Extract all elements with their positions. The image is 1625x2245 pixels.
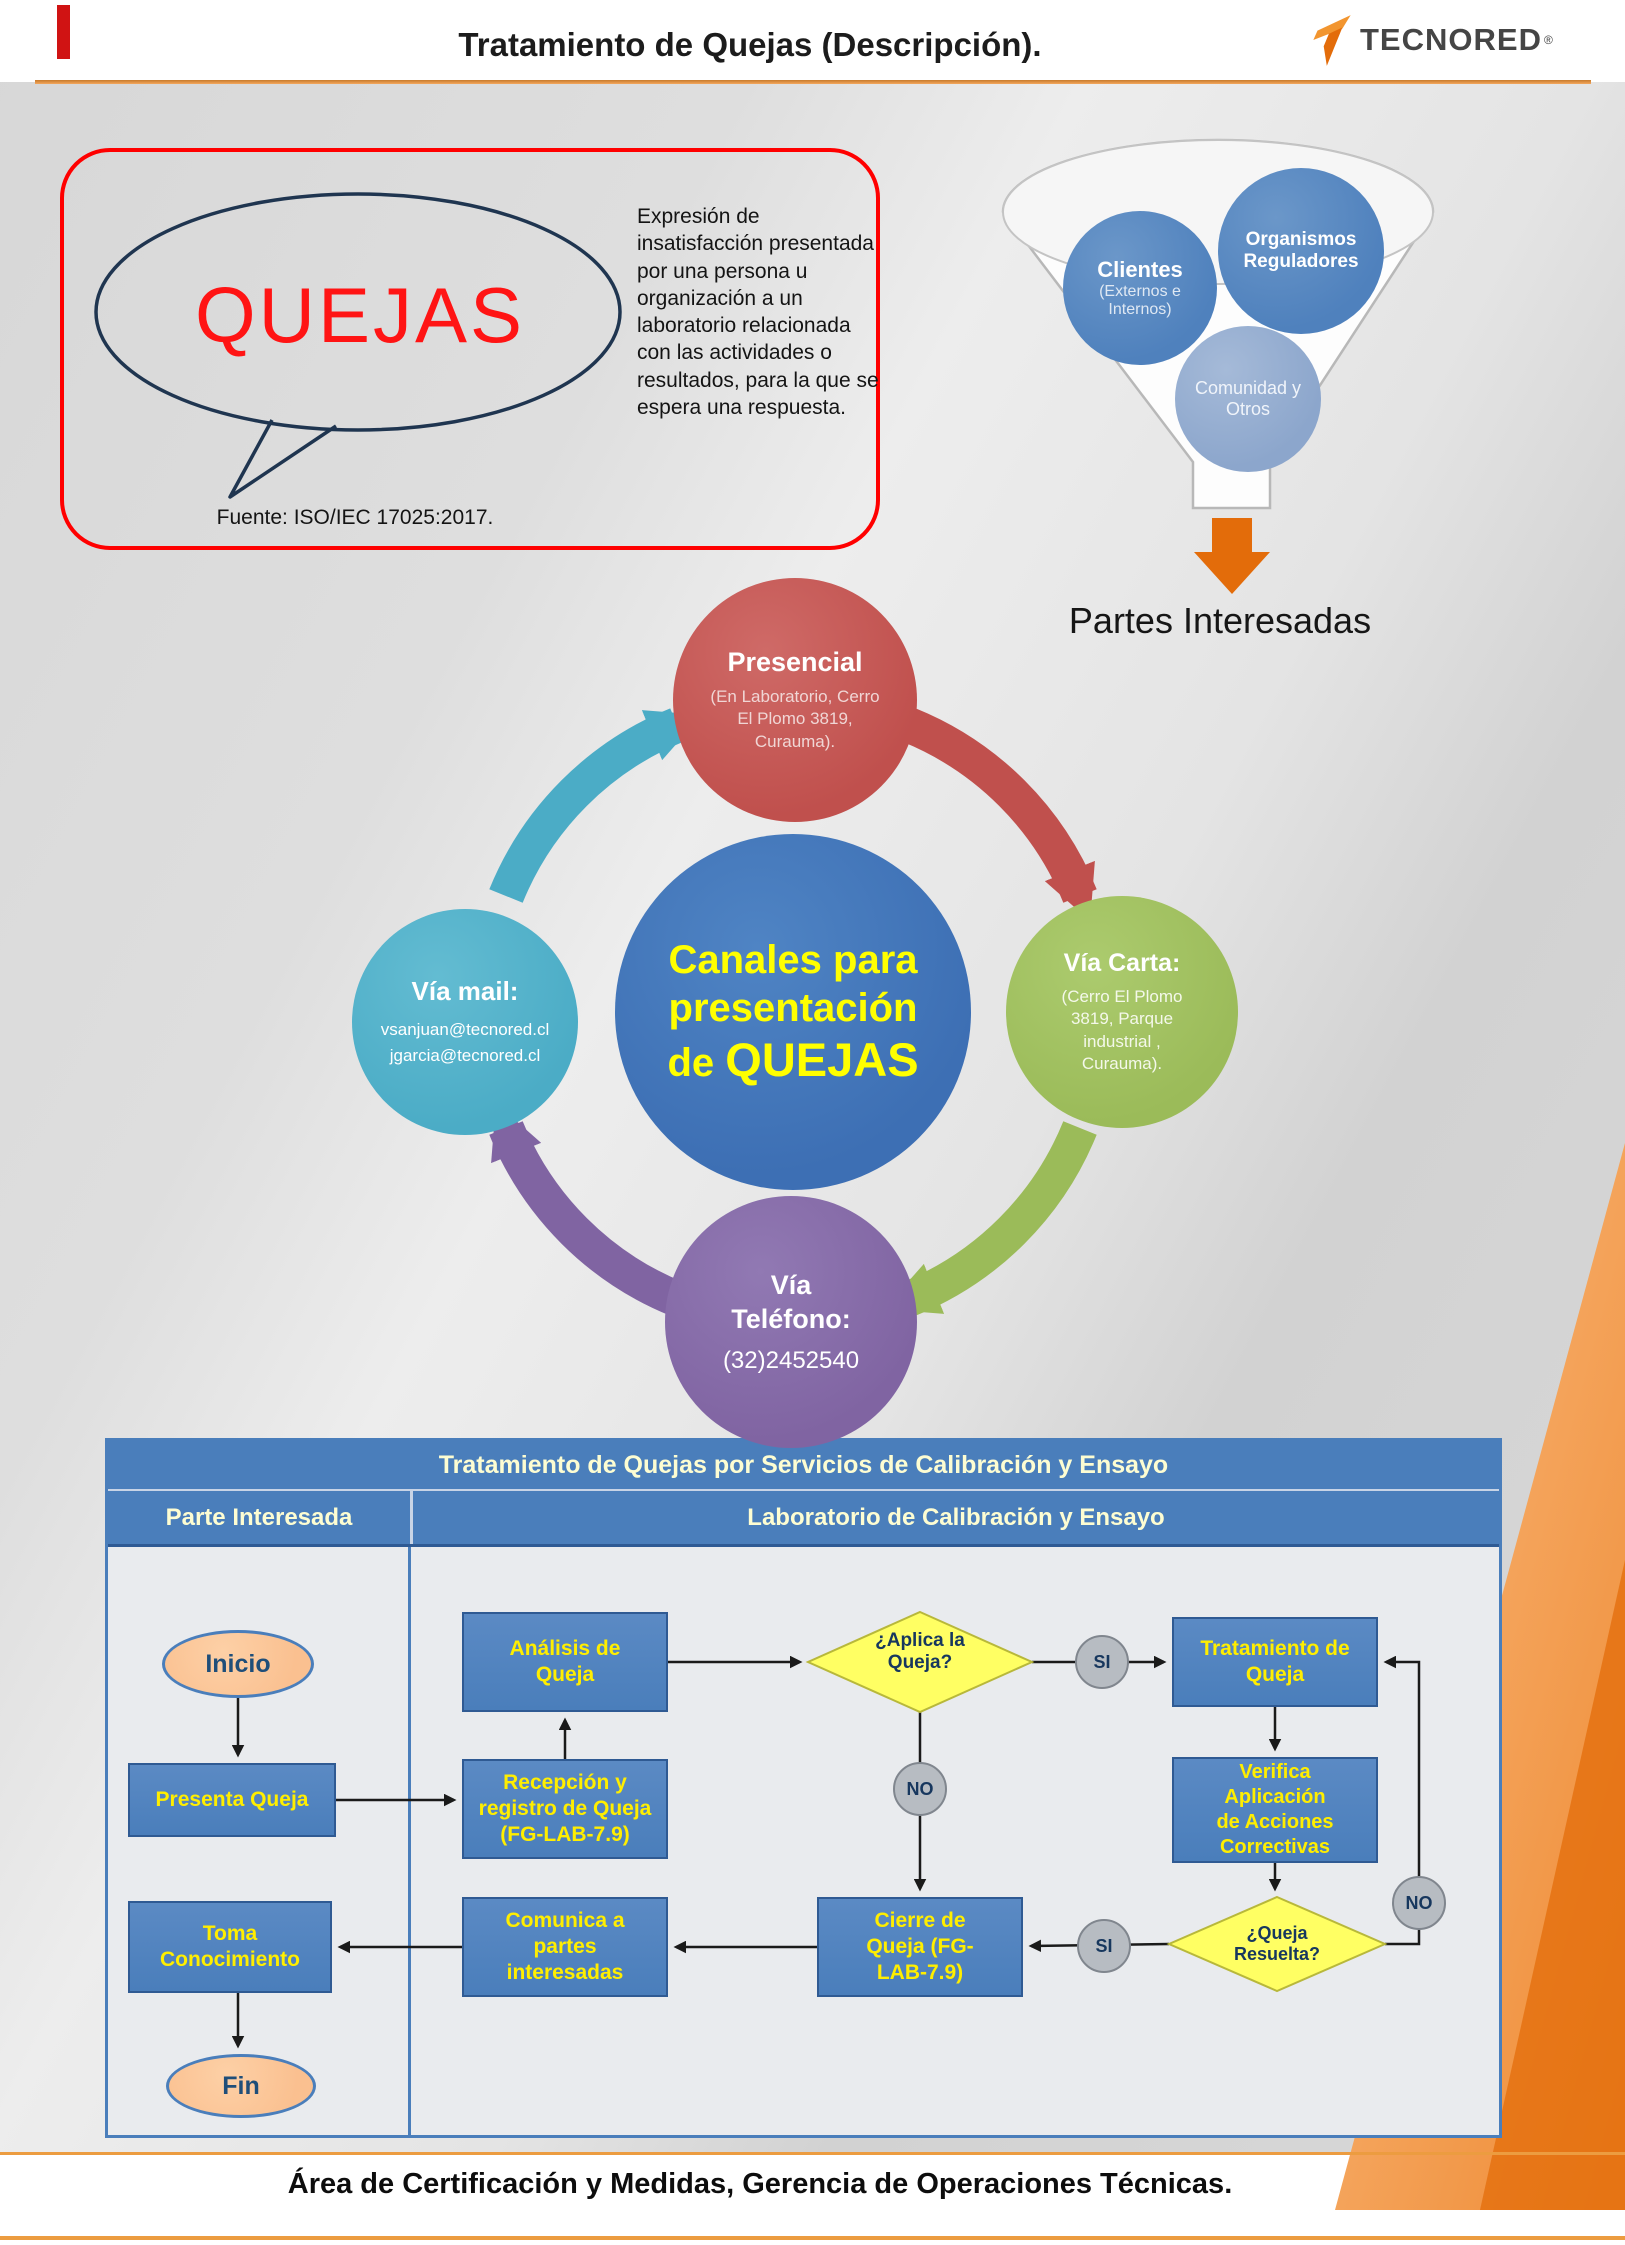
channel-carta: Vía Carta: (Cerro El Plomo 3819, Parque …	[1006, 896, 1238, 1128]
footer-text: Área de Certificación y Medidas, Gerenci…	[287, 2168, 1233, 2200]
flow-node-tratamiento: Tratamiento de Queja	[1172, 1617, 1378, 1707]
flow-node-comunica: Comunica a partes interesadas	[462, 1897, 668, 1997]
partes-interesadas-caption: Partes Interesadas	[1068, 600, 1372, 641]
registered-mark: ®	[1543, 33, 1553, 47]
telefono-title: Vía Teléfono:	[731, 1270, 851, 1334]
stakeholder-clientes: Clientes (Externos e Internos)	[1063, 211, 1217, 365]
mail-address-2: jgarcia@tecnored.cl	[389, 1045, 541, 1065]
channel-presencial: Presencial (En Laboratorio, Cerro El Plo…	[673, 578, 917, 822]
connector-no-2: NO	[1392, 1876, 1446, 1930]
brand-name: TECNORED	[1360, 22, 1542, 57]
center-line1: Canales para	[668, 937, 918, 982]
flow-node-presenta-queja: Presenta Queja	[128, 1763, 336, 1837]
flow-node-analisis: Análisis de Queja	[462, 1612, 668, 1712]
mail-address-1: vsanjuan@tecnored.cl	[380, 1020, 550, 1039]
source-reference: Fuente: ISO/IEC 17025:2017.	[216, 506, 494, 529]
page-title: Tratamiento de Quejas (Descripción).	[458, 26, 1042, 63]
flow-node-recepcion: Recepción y registro de Queja (FG-LAB-7.…	[462, 1759, 668, 1859]
presencial-title: Presencial	[727, 647, 863, 678]
stakeholder-comunidad: Comunidad y Otros	[1175, 326, 1321, 472]
header-divider	[35, 80, 1591, 84]
channel-telefono: Vía Teléfono: (32)2452540	[665, 1196, 917, 1448]
carta-detail: (Cerro El Plomo 3819, Parque industrial …	[1061, 987, 1183, 1073]
flowchart-title: Tratamiento de Quejas por Servicios de C…	[108, 1441, 1499, 1491]
center-de: de	[667, 1040, 715, 1085]
quejas-definition-box	[60, 148, 880, 550]
telefono-number: (32)2452540	[722, 1346, 860, 1374]
red-corner-mark	[57, 5, 70, 59]
flow-node-verifica: Verifica Aplicación de Acciones Correcti…	[1172, 1757, 1378, 1863]
channel-mail: Vía mail: vsanjuan@tecnored.cl jgarcia@t…	[352, 909, 578, 1135]
column-header-laboratorio: Laboratorio de Calibración y Ensayo	[747, 1503, 1165, 1531]
footer-divider-bottom	[0, 2236, 1625, 2240]
center-line2: presentación	[668, 985, 918, 1030]
center-line3: de QUEJAS	[667, 1032, 918, 1088]
decision-resuelta-label: ¿Queja Resuelta?	[1233, 1923, 1321, 1965]
flowchart-column-headers: Parte Interesada Laboratorio de Calibrac…	[108, 1491, 1499, 1547]
presencial-detail: (En Laboratorio, Cerro El Plomo 3819, Cu…	[710, 687, 880, 751]
footer-divider-top	[0, 2152, 1625, 2155]
stakeholder-organismos: Organismos Reguladores	[1218, 168, 1384, 334]
clientes-title: Clientes	[1097, 257, 1183, 282]
flow-node-inicio: Inicio	[162, 1630, 314, 1698]
decision-aplica-label: ¿Aplica la Queja?	[875, 1630, 965, 1674]
organismos-label: Organismos Reguladores	[1243, 229, 1359, 272]
mail-title: Vía mail:	[411, 976, 519, 1006]
flow-node-fin: Fin	[166, 2054, 316, 2118]
column-header-parte-interesada: Parte Interesada	[108, 1491, 413, 1544]
flow-node-cierre: Cierre de Queja (FG-LAB-7.9)	[817, 1897, 1023, 1997]
flow-node-toma-conocimiento: Toma Conocimiento	[128, 1901, 332, 1993]
comunidad-label: Comunidad y Otros	[1194, 378, 1302, 419]
flowchart-column-divider	[408, 1547, 411, 2135]
funnel-down-arrow-icon	[1194, 518, 1270, 594]
brand-logo: TECNORED ®	[1310, 12, 1553, 68]
connector-no-1: NO	[893, 1762, 947, 1816]
center-word: QUEJAS	[725, 1032, 919, 1086]
clientes-subtitle: (Externos e Internos)	[1099, 283, 1181, 318]
header-strip	[0, 0, 1625, 82]
tecnored-flash-icon	[1313, 15, 1351, 66]
connector-si-2: SI	[1077, 1919, 1131, 1973]
quejas-description: Expresión de insatisfacción presentada p…	[637, 205, 879, 420]
channels-center-circle: Canales para presentación de QUEJAS	[615, 834, 971, 1190]
quejas-word: QUEJAS	[194, 271, 526, 359]
connector-si-1: SI	[1075, 1635, 1129, 1689]
mail-addresses: vsanjuan@tecnored.cl jgarcia@tecnored.cl	[381, 1017, 549, 1068]
carta-title: Vía Carta:	[1063, 949, 1181, 978]
